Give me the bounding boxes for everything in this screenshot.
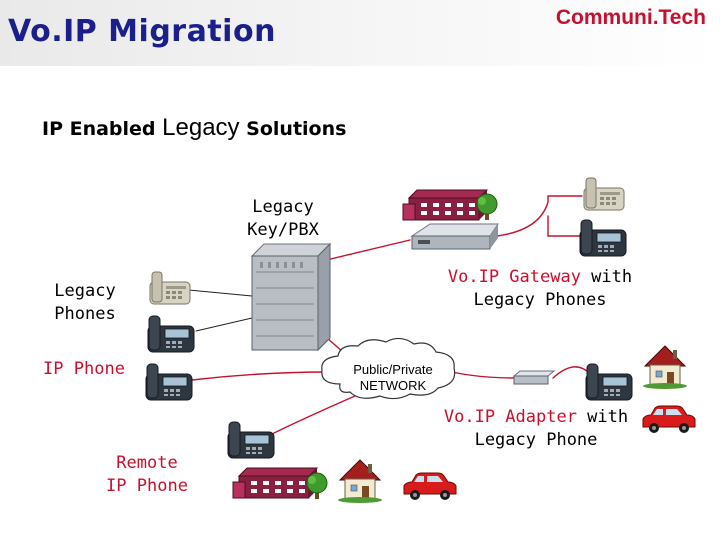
legacy-phones-label-line-1: Legacy — [54, 281, 116, 301]
gateway-label: Vo.IP Gateway with Legacy Phones — [430, 266, 650, 312]
desk-phone-icon — [583, 177, 625, 211]
gateway-to-phone-top-line — [496, 195, 583, 237]
subtitle-part-3: Solutions — [239, 118, 347, 140]
pbx-label-line-1: Legacy — [252, 197, 314, 217]
adapter-device-icon — [512, 370, 556, 385]
legacy-phones-label: Legacy Phones — [30, 280, 140, 326]
pbx-label: Legacy Key/PBX — [228, 196, 338, 242]
subtitle-part-1: IP Enabled — [42, 118, 163, 140]
remote-ip-phone-label: Remote IP Phone — [92, 452, 202, 498]
ip-phone-icon — [227, 421, 275, 459]
header-bar: Vo.IP Migration Communi.Tech — [0, 0, 720, 66]
network-label-line-2: NETWORK — [360, 378, 427, 393]
remote-label-line-2: IP Phone — [106, 476, 188, 496]
gateway-label-line-1: Vo.IP Gateway with — [430, 266, 650, 289]
desk-phone-icon — [149, 271, 191, 305]
ip-phone-icon — [147, 315, 195, 353]
car-icon — [403, 472, 457, 501]
ip-phone-icon — [579, 219, 627, 257]
gateway-device-icon — [410, 223, 499, 250]
slide-subtitle: IP Enabled Legacy Solutions — [42, 114, 346, 142]
gateway-label-highlight: Vo.IP Gateway — [447, 267, 581, 287]
adapter-label: Vo.IP Adapter with Legacy Phone — [426, 406, 646, 452]
adapter-label-line-1: Vo.IP Adapter with — [426, 406, 646, 429]
adapter-label-line-2: Legacy Phone — [474, 430, 598, 450]
adapter-label-highlight: Vo.IP Adapter — [443, 407, 577, 427]
adapter-label-with: with — [576, 407, 629, 427]
page-title: Vo.IP Migration — [8, 14, 276, 49]
legacy-phones-label-line-2: Phones — [54, 304, 116, 324]
adapter-to-phone-line — [552, 366, 591, 379]
office-building-icon — [232, 467, 318, 499]
network-cloud-icon — [321, 337, 456, 400]
ip-phone-icon — [585, 363, 633, 401]
remote-label-line-1: Remote — [116, 453, 178, 473]
pbx-label-line-2: Key/PBX — [247, 220, 319, 240]
car-icon — [642, 405, 696, 434]
pbx-to-ip-phone-line — [195, 317, 253, 332]
house-icon — [337, 459, 383, 504]
pbx-to-gateway-line — [317, 239, 411, 263]
ip-phone-label: IP Phone — [43, 359, 125, 379]
ip-phone-icon — [145, 363, 193, 401]
gateway-label-with: with — [580, 267, 633, 287]
gateway-label-line-2: Legacy Phones — [473, 290, 607, 310]
remote-phone-to-network-line — [267, 395, 356, 437]
network-label-line-1: Public/Private — [353, 362, 432, 377]
gateway-to-phone-bottom-line — [547, 215, 581, 237]
house-icon — [642, 345, 688, 390]
network-to-adapter-line — [451, 371, 516, 379]
brand-logo-text: Communi.Tech — [555, 6, 706, 29]
subtitle-part-2: Legacy — [162, 114, 240, 141]
office-building-icon — [402, 189, 488, 221]
pbx-cabinet-icon — [250, 242, 332, 352]
ip-phone-to-network-line — [191, 371, 329, 381]
